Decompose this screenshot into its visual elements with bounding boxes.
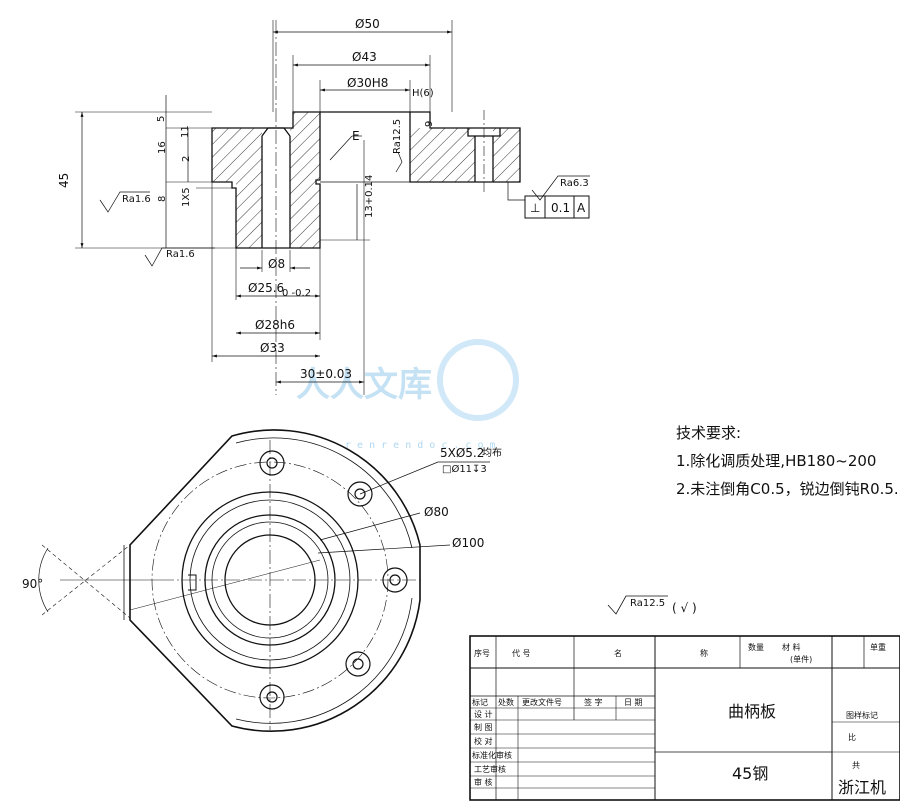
tb-h-single: (单件): [790, 654, 812, 664]
tol-symbol: ⊥: [530, 201, 540, 215]
roughness-note: Ra12.5 ( √ ): [607, 595, 697, 615]
tb-company: 浙江机: [838, 778, 886, 797]
tb-h-unit-weight: 单重: [870, 642, 886, 652]
tb-r-doc: 更改文件号: [522, 697, 562, 707]
dim-d28: Ø28h6: [255, 318, 295, 332]
label-ra1-6-a: Ra1.6: [122, 194, 151, 205]
dim-d25-6: Ø25.6: [248, 281, 284, 295]
tb-sheet-label: 共: [852, 761, 860, 770]
dim-h8: 8: [157, 196, 168, 202]
tech-req-line2: 2.未注倒角C0.5，锐边倒钝R0.5.: [676, 480, 899, 498]
dim-d43: Ø43: [352, 50, 377, 64]
roughness-bracket: ( √ ): [672, 601, 697, 615]
tech-req-title: 技术要求:: [676, 424, 741, 442]
title-block-text: 序号 代 号 名 称 数量 材 料 (单件) 单重 标记 处数 更改文件号 签 …: [472, 642, 886, 797]
section-outline-left: [211, 111, 321, 249]
tb-h-seq: 序号: [474, 648, 490, 658]
dim-h1x5: 1X5: [181, 187, 192, 207]
tb-r-mark: 标记: [472, 697, 488, 707]
tb-proc: 工艺审核: [474, 764, 506, 774]
tb-r-sign: 签 字: [584, 697, 603, 707]
section-view-labels: Ø50 Ø43 Ø30H8 H(6) 45 5 16 11 2 1X5 8 13…: [57, 17, 589, 381]
dim-d8: Ø8: [268, 257, 285, 271]
dim-h2: 2: [181, 156, 192, 162]
watermark-url: r e n r e n d o c . c o m: [345, 440, 496, 451]
watermark: 人人文库 r e n r e n d o c . c o m: [296, 339, 519, 451]
dim-d80: Ø80: [424, 505, 449, 519]
dim-h13: 13+0.14: [364, 175, 375, 218]
dim-h5: 5: [156, 116, 167, 122]
label-ra12-5: Ra12.5: [392, 119, 403, 154]
tol-value: 0.1: [551, 201, 570, 215]
dim-d25-tol: 0 -0.2: [282, 288, 311, 299]
plan-outer-contour: [129, 429, 421, 733]
tb-drawing-no-label: 图样标记: [846, 710, 878, 720]
tb-h-qty: 称: [700, 648, 708, 658]
tb-scale-label: 比: [848, 732, 856, 742]
dim-h45: 45: [57, 173, 71, 188]
label-e: E: [352, 129, 360, 143]
dim-30e: 30±0.03: [300, 367, 352, 381]
dim-h11: 11: [180, 125, 191, 138]
cbore-label: □Ø11↧3: [442, 463, 487, 475]
tb-check: 校 对: [474, 736, 493, 746]
dim-h16: 16: [157, 141, 168, 154]
tb-h-count: 数量: [748, 642, 764, 652]
section-view: [75, 20, 590, 395]
tb-h-code: 代 号: [512, 648, 531, 658]
title-block: [469, 635, 900, 801]
angle-90: 90°: [22, 577, 43, 591]
dim-d100: Ø100: [452, 536, 484, 550]
dim-d50: Ø50: [355, 17, 380, 31]
tb-std: 标准化审核: [472, 750, 512, 760]
tb-h-name: 名: [614, 648, 622, 658]
tb-material: 45钢: [732, 764, 768, 783]
dim-h6: H(6): [412, 88, 434, 99]
tb-approve: 审 核: [474, 777, 493, 787]
holes-label: 5XØ5.2: [440, 446, 484, 460]
plan-view-labels: 5XØ5.2 均布 □Ø11↧3 Ø80 Ø100 90°: [22, 446, 502, 591]
dim-d33: Ø33: [260, 341, 285, 355]
hole-d8: [261, 127, 291, 248]
tb-r-date: 日 期: [624, 698, 643, 707]
dim-d30: Ø30H8: [347, 76, 388, 90]
tech-req-line1: 1.除化调质处理,HB180~200: [676, 452, 876, 470]
tb-draw: 制 图: [474, 722, 493, 732]
tech-requirements: 技术要求: 1.除化调质处理,HB180~200 2.未注倒角C0.5，锐边倒钝…: [676, 424, 899, 498]
tb-h-material: 材 料: [782, 642, 801, 652]
roughness-value: Ra12.5: [630, 598, 665, 609]
tb-r-count: 处数: [498, 697, 514, 707]
label-ra1-6-b: Ra1.6: [166, 249, 195, 260]
dim-depth9: 9: [424, 121, 435, 127]
plan-view: [38, 429, 490, 733]
section-hatch-right: [410, 128, 520, 182]
holes-note: 均布: [482, 447, 502, 459]
label-ra6-3: Ra6.3: [560, 178, 589, 189]
tb-part-name: 曲柄板: [728, 702, 776, 721]
tb-design: 设 计: [474, 709, 493, 719]
tol-datum: A: [577, 201, 586, 215]
